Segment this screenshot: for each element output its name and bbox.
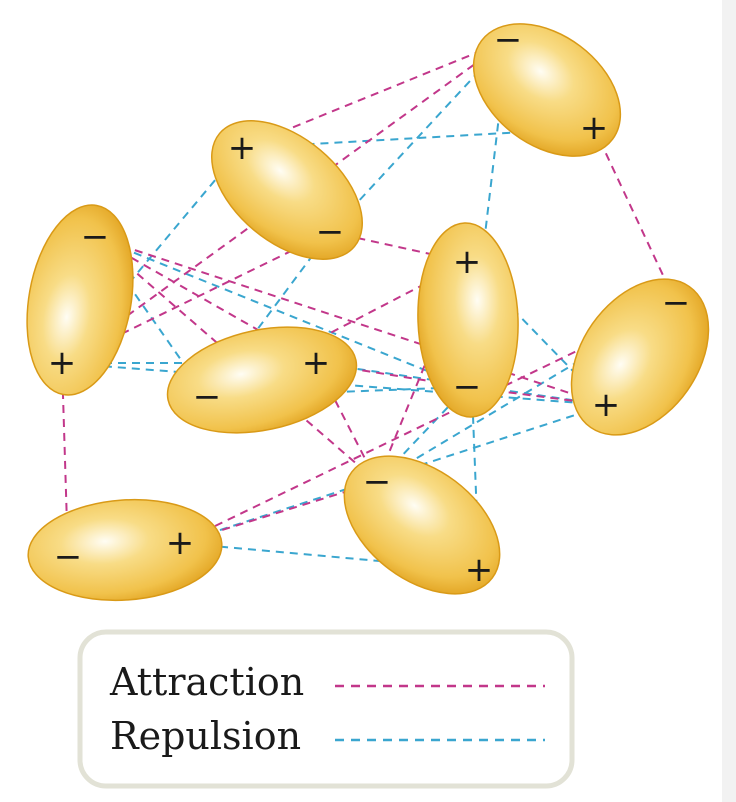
- negative-charge-sign: −: [494, 20, 523, 60]
- attraction-line-4: [61, 231, 331, 364]
- attraction-line-9: [376, 261, 468, 483]
- legend-attraction-label: Attraction: [109, 660, 304, 704]
- negative-charge-sign: −: [453, 367, 482, 407]
- negative-charge-sign: −: [81, 217, 110, 257]
- positive-charge-sign: +: [453, 242, 482, 282]
- molecule-7-body: [343, 455, 501, 595]
- molecule-2-body: [211, 120, 363, 260]
- molecule-5: +−: [417, 222, 519, 418]
- molecule-8-body: [27, 498, 223, 602]
- repulsion-line-8: [94, 236, 468, 388]
- legend-repulsion-label: Repulsion: [110, 714, 301, 758]
- negative-charge-sign: −: [363, 462, 392, 502]
- positive-charge-sign: +: [465, 550, 494, 590]
- legend: Attraction Repulsion: [77, 629, 575, 789]
- positive-charge-sign: +: [166, 523, 195, 563]
- molecule-2: +−: [211, 120, 363, 260]
- molecule-1: +−: [472, 20, 622, 157]
- positive-charge-sign: +: [580, 108, 609, 148]
- molecule-3-body: [26, 204, 134, 396]
- positive-charge-sign: +: [302, 343, 331, 383]
- molecule-5-body: [417, 222, 519, 418]
- molecule-6: +−: [570, 278, 710, 436]
- molecule-6-body: [570, 278, 710, 436]
- negative-charge-sign: −: [662, 283, 691, 323]
- attraction-line-3: [593, 127, 677, 304]
- legend-box: [77, 629, 575, 789]
- attraction-line-2: [61, 39, 509, 364]
- positive-charge-sign: +: [228, 128, 257, 168]
- molecule-4: +−: [166, 326, 358, 434]
- negative-charge-sign: −: [316, 212, 345, 252]
- molecule-7: +−: [343, 455, 501, 595]
- molecule-4-body: [166, 326, 358, 434]
- molecule-8: +−: [27, 498, 223, 602]
- page-edge: [722, 0, 736, 802]
- negative-charge-sign: −: [54, 537, 83, 577]
- positive-charge-sign: +: [592, 385, 621, 425]
- molecule-1-body: [472, 23, 622, 157]
- negative-charge-sign: −: [193, 377, 222, 417]
- molecule-3: +−: [26, 204, 134, 396]
- molecules: +−+−+−+−+−+−+−+−: [26, 20, 710, 602]
- positive-charge-sign: +: [48, 343, 77, 383]
